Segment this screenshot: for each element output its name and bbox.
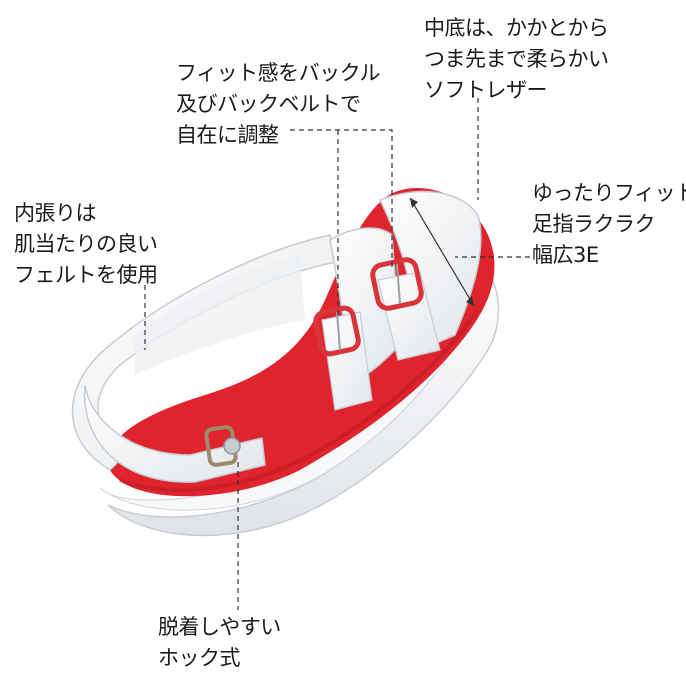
- lining-note-line-3: フェルトを使用: [14, 263, 158, 287]
- annotation-buckle-fit: フィット感をバックル 及びバックベルトで 自在に調整: [176, 58, 380, 151]
- insole-note-line-2: つま先まで柔らかい: [424, 47, 609, 71]
- heel-strap: [83, 384, 266, 483]
- lining-note-line-1: 内張りは: [14, 201, 96, 225]
- leader-buckle: [290, 129, 393, 268]
- strap-tongue-2: [377, 271, 441, 361]
- buckle-note-line-3: 自在に調整: [176, 123, 279, 147]
- annotation-hook: 脱着しやすい ホック式: [158, 612, 281, 674]
- leader-lines: [144, 98, 530, 610]
- hook-note-line-2: ホック式: [158, 646, 240, 670]
- insole-note-line-3: ソフトレザー: [424, 78, 547, 102]
- insole-shadow: [119, 308, 480, 492]
- lining-note-line-2: 肌当たりの良い: [14, 232, 158, 256]
- sole: [107, 263, 500, 537]
- buckle-1: [313, 305, 361, 357]
- toe-strap: [378, 190, 482, 352]
- width-note-line-2: 足指ラクラク: [532, 212, 655, 236]
- annotation-insole: 中底は、かかとから つま先まで柔らかい ソフトレザー: [424, 13, 609, 106]
- hook-note-line-1: 脱着しやすい: [158, 615, 281, 639]
- width-note-line-3: 幅広3E: [532, 243, 599, 267]
- buckle-note-line-1: フィット感をバックル: [176, 61, 380, 85]
- width-arrow: [409, 197, 475, 307]
- insole-note-line-1: 中底は、かかとから: [424, 16, 609, 40]
- annotation-lining: 内張りは 肌当たりの良い フェルトを使用: [14, 198, 158, 291]
- back-strap: [71, 234, 337, 471]
- inner-lining: [135, 255, 305, 375]
- buckle-note-line-2: 及びバックベルトで: [176, 92, 361, 116]
- width-note-line-1: ゆったりフィット: [532, 181, 686, 205]
- annotation-width: ゆったりフィット 足指ラクラク 幅広3E: [532, 178, 686, 271]
